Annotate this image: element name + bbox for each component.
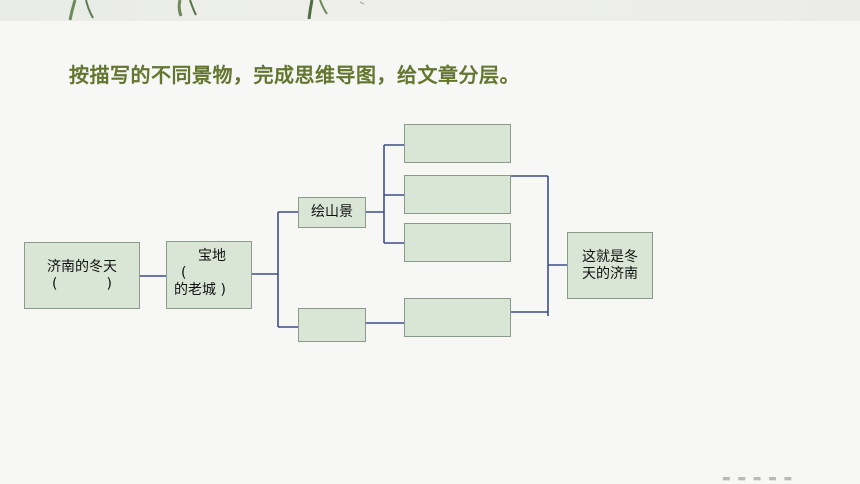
node-blank-branch xyxy=(298,308,366,342)
node-conclusion: 这就是冬 天的济南 xyxy=(567,232,653,299)
top-banner-decoration xyxy=(0,0,860,21)
corner-decoration: ▬ ▬ ▬ ▬ ▬ xyxy=(722,474,794,484)
node-treasure-land: 宝地 ( 的老城 ) xyxy=(166,241,252,309)
page-title: 按描写的不同景物，完成思维导图，给文章分层。 xyxy=(69,63,520,87)
node-jinan-winter-label: 济南的冬天 xyxy=(47,259,117,275)
node-blank-sub-4 xyxy=(404,298,511,337)
node-conclusion-line1: 这就是冬 xyxy=(582,249,638,265)
node-blank-sub-1 xyxy=(404,124,511,163)
node-jinan-winter-blank: ( ) xyxy=(52,276,112,292)
node-mountain-scenery-label: 绘山景 xyxy=(311,204,353,220)
node-treasure-land-paren: ( xyxy=(181,265,187,281)
node-mountain-scenery: 绘山景 xyxy=(298,197,366,228)
node-conclusion-line2: 天的济南 xyxy=(582,266,638,282)
willow-leaves-decoration xyxy=(68,0,365,21)
node-blank-sub-3 xyxy=(404,223,511,262)
node-blank-sub-2 xyxy=(404,175,511,214)
node-treasure-land-label: 宝地 xyxy=(198,248,226,264)
node-jinan-winter: 济南的冬天 ( ) xyxy=(24,242,140,309)
node-treasure-land-oldcity: 的老城 ) xyxy=(174,282,226,298)
